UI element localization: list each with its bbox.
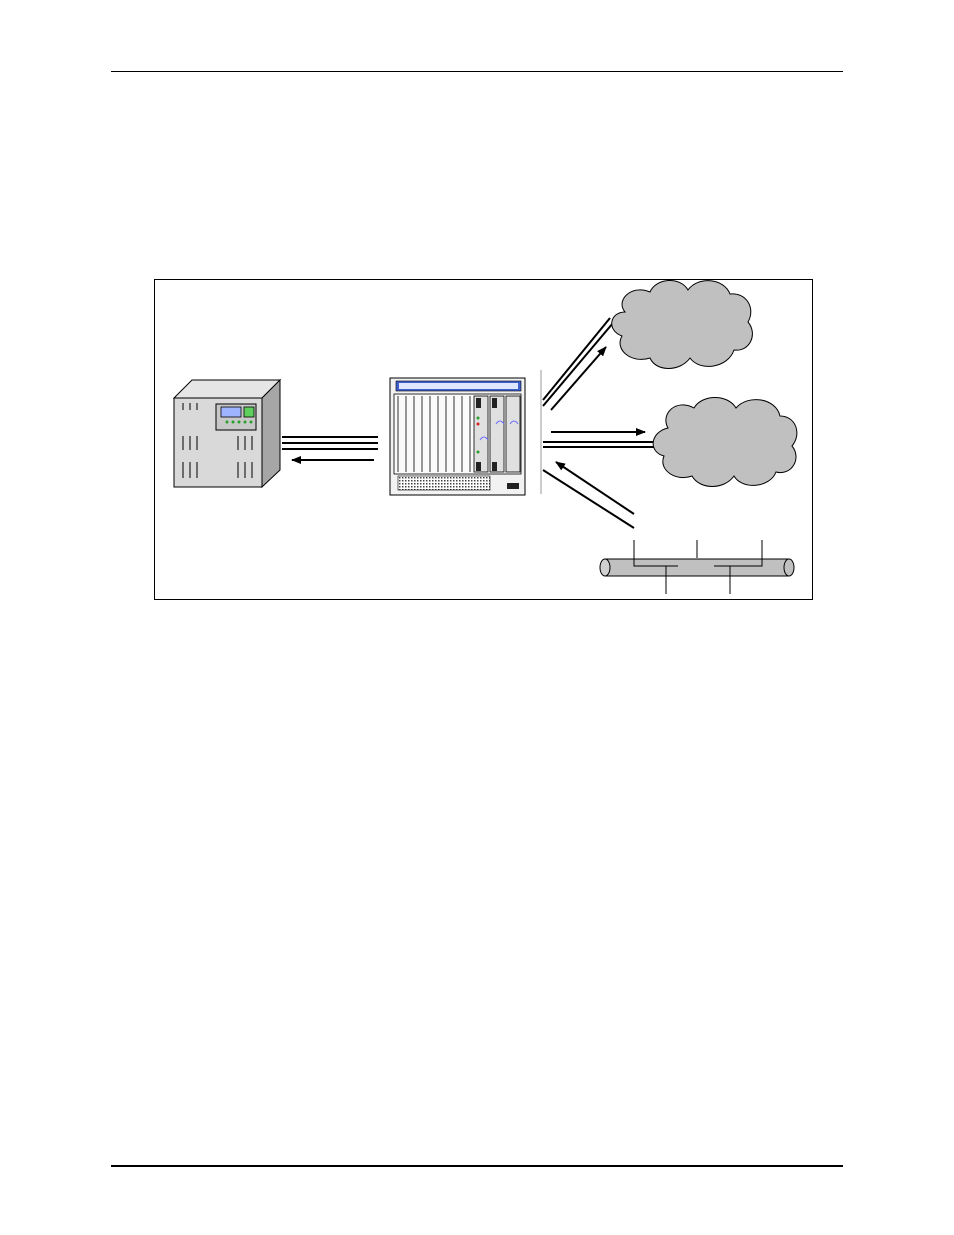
host-computer-icon [174, 380, 280, 487]
network-cloud-1-icon [612, 280, 753, 368]
network-cloud-2-icon [653, 398, 797, 487]
lan-segment-icon [600, 540, 794, 594]
lan-link-bundle [543, 470, 634, 528]
cloud-2-link-bundle [543, 442, 658, 447]
cloud-1-link-bundle [543, 318, 613, 406]
arrow-to-switch [556, 462, 634, 514]
host-link-bundle [282, 437, 378, 449]
switch-chassis-icon [390, 378, 525, 495]
